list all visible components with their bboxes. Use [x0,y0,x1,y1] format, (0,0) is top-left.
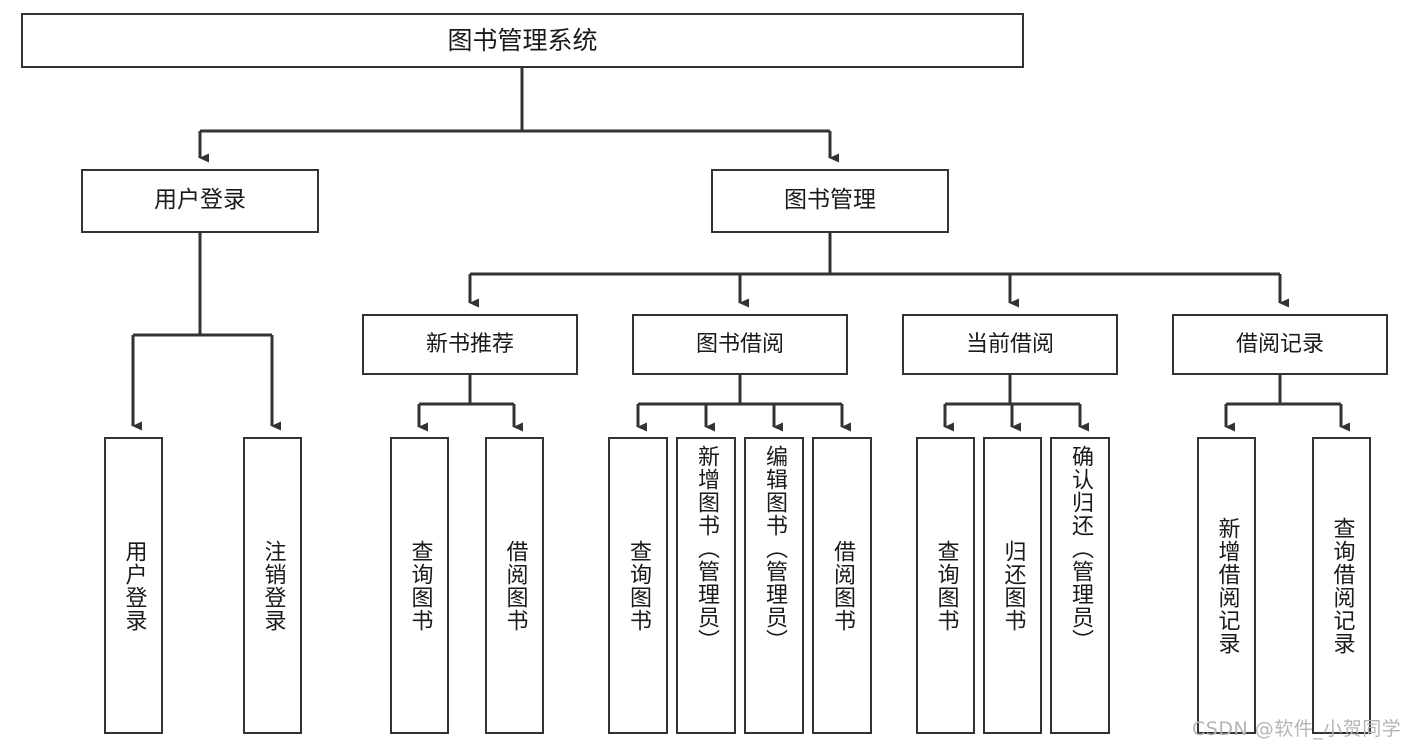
node-book-borrow[interactable]: 图书借阅 [632,314,848,375]
node-leaf-add-record-label: 新增借阅记录 [1214,516,1240,655]
node-borrow-record-label: 借阅记录 [1235,331,1324,357]
node-user-login[interactable]: 用户登录 [81,169,319,233]
csdn-watermark: CSDN @软件_小贺同学 [1192,718,1402,740]
node-leaf-query-book-3[interactable]: 查询图书 [916,437,975,734]
node-leaf-borrow-book-1[interactable]: 借阅图书 [485,437,544,734]
node-leaf-borrow-book-2[interactable]: 借阅图书 [812,437,872,734]
node-current-borrow-label: 当前借阅 [965,331,1054,357]
node-leaf-query-book-1[interactable]: 查询图书 [390,437,449,734]
node-leaf-confirm-return-label: 确认归还（管理员） [1068,445,1093,652]
node-leaf-user-login[interactable]: 用户登录 [104,437,163,734]
node-new-book-recommend-label: 新书推荐 [425,331,514,357]
node-leaf-user-logout[interactable]: 注销登录 [243,437,302,734]
node-book-manage-label: 图书管理 [784,187,876,214]
node-current-borrow[interactable]: 当前借阅 [902,314,1118,375]
node-new-book-recommend[interactable]: 新书推荐 [362,314,578,375]
node-leaf-edit-book[interactable]: 编辑图书（管理员） [744,437,804,734]
node-root-label: 图书管理系统 [447,25,598,55]
node-leaf-add-book[interactable]: 新增图书（管理员） [676,437,736,734]
node-leaf-query-book-3-label: 查询图书 [933,539,959,632]
node-user-login-label: 用户登录 [154,187,246,214]
node-leaf-edit-book-label: 编辑图书（管理员） [762,445,787,652]
node-book-manage[interactable]: 图书管理 [711,169,949,233]
node-leaf-query-book-1-label: 查询图书 [407,539,433,632]
node-leaf-borrow-book-1-label: 借阅图书 [502,539,528,632]
node-borrow-record[interactable]: 借阅记录 [1172,314,1388,375]
node-book-borrow-label: 图书借阅 [695,331,784,357]
node-leaf-add-record[interactable]: 新增借阅记录 [1197,437,1256,734]
node-leaf-return-book-label: 归还图书 [1000,539,1026,632]
node-leaf-query-book-2[interactable]: 查询图书 [608,437,668,734]
node-leaf-borrow-book-2-label: 借阅图书 [830,539,855,632]
node-root[interactable]: 图书管理系统 [21,13,1024,68]
node-leaf-confirm-return[interactable]: 确认归还（管理员） [1050,437,1110,734]
node-leaf-query-book-2-label: 查询图书 [626,539,651,632]
node-leaf-add-book-label: 新增图书（管理员） [694,445,719,652]
node-leaf-query-record-label: 查询借阅记录 [1329,516,1355,655]
node-leaf-query-record[interactable]: 查询借阅记录 [1312,437,1371,734]
node-leaf-user-login-label: 用户登录 [121,539,147,632]
node-leaf-return-book[interactable]: 归还图书 [983,437,1042,734]
node-leaf-user-logout-label: 注销登录 [260,539,286,632]
